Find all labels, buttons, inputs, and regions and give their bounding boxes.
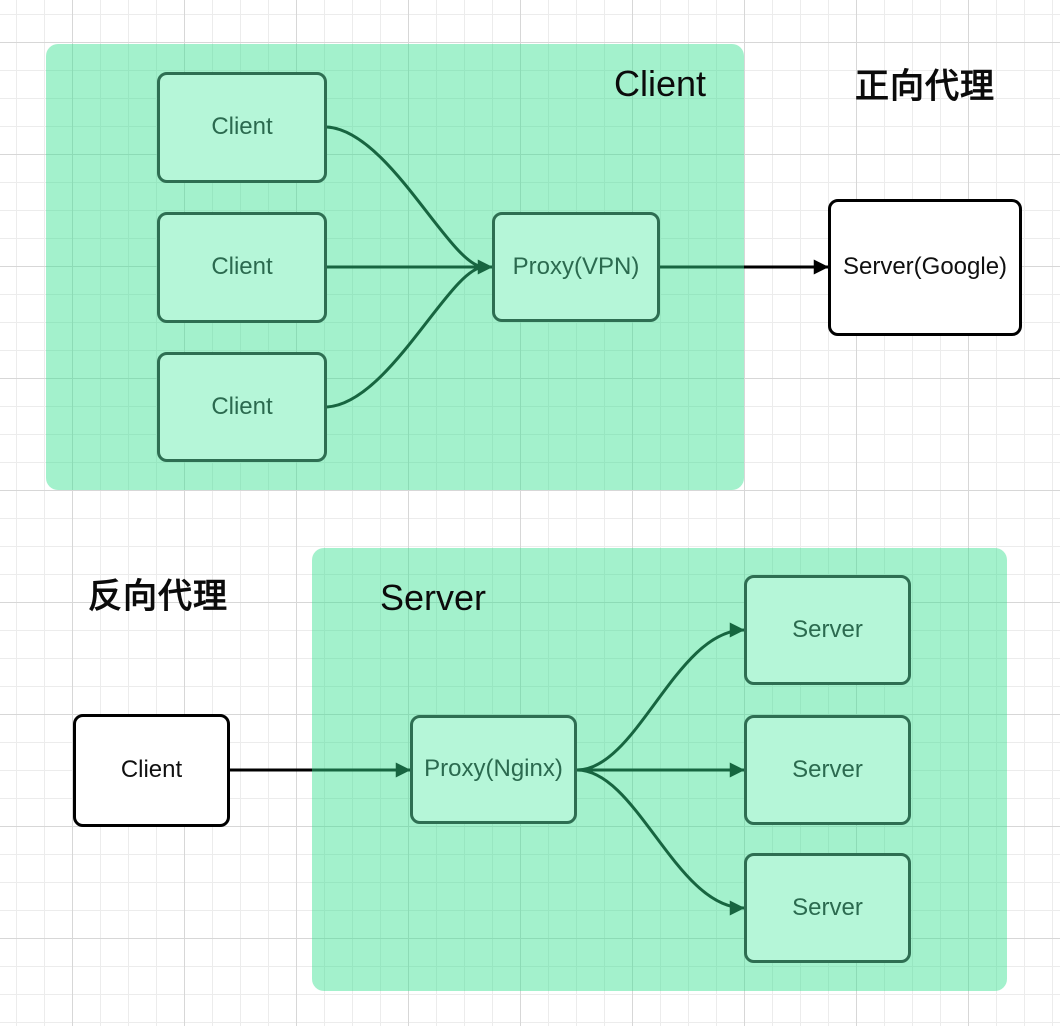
node-forward-client-3: Client	[157, 352, 327, 462]
reverse-proxy-title: 反向代理	[88, 577, 228, 616]
node-server-google: Server(Google)	[828, 199, 1022, 336]
forward-proxy-title: 正向代理	[855, 67, 995, 106]
node-reverse-server-2: Server	[744, 715, 911, 825]
node-label: Proxy(Nginx)	[424, 755, 563, 783]
arrow-proxynginx-to-server1	[576, 622, 745, 772]
node-reverse-client: Client	[73, 714, 230, 827]
node-label: Client	[211, 392, 273, 420]
arrow-client1-to-proxyvpn	[326, 125, 485, 269]
node-proxy-nginx: Proxy(Nginx)	[410, 715, 577, 824]
node-label: Client	[211, 113, 273, 141]
node-label: Server	[792, 893, 863, 921]
node-label: Proxy(VPN)	[512, 252, 640, 280]
node-forward-client-2: Client	[157, 212, 327, 323]
node-proxy-vpn: Proxy(VPN)	[492, 212, 660, 322]
arrow-client3-to-proxyvpn	[326, 265, 485, 409]
node-reverse-server-3: Server	[744, 853, 911, 963]
arrow-proxynginx-to-server3	[576, 768, 745, 916]
client-group-title: Client	[613, 63, 707, 104]
node-label: Client	[120, 756, 183, 784]
node-label: Server(Google)	[842, 253, 1008, 281]
node-label: Server	[792, 615, 863, 643]
node-forward-client-1: Client	[157, 72, 327, 183]
node-reverse-server-1: Server	[744, 575, 911, 685]
node-label: Server	[792, 755, 863, 783]
server-group-title: Server	[379, 577, 487, 618]
node-label: Client	[211, 253, 273, 281]
